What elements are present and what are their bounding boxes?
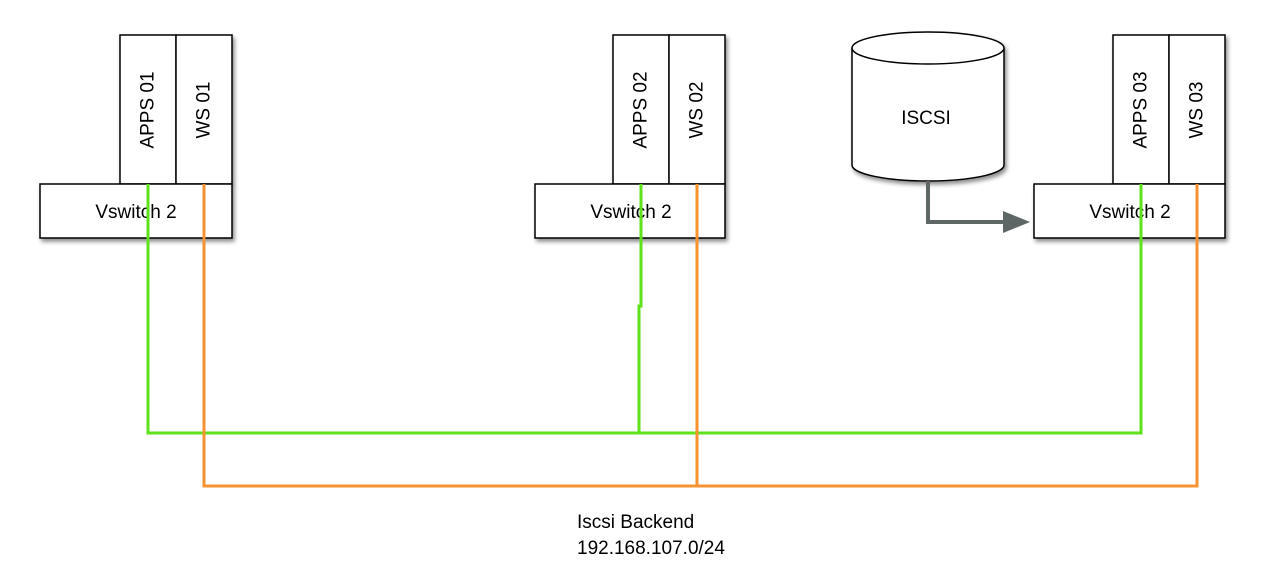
arrow-head	[1003, 211, 1030, 233]
vswitch-box-2[interactable]	[534, 183, 726, 239]
vswitch-label-2: Vswitch 2	[590, 202, 671, 223]
vswitch-label-3: Vswitch 2	[1089, 202, 1170, 223]
vm-label-ws-03: WS 03	[1187, 81, 1208, 138]
vm-label-ws-01: WS 01	[194, 81, 215, 138]
iscsi-connection-arrow	[926, 181, 1004, 224]
vswitch-box-1[interactable]	[39, 183, 233, 239]
apps-network-lines	[146, 184, 1143, 435]
iscsi-storage	[851, 31, 1005, 182]
network-name: Iscsi Backend	[577, 512, 695, 533]
iscsi-label: ISCSI	[901, 108, 951, 129]
vm-label-apps-02: APPS 02	[631, 71, 652, 148]
vm-label-apps-01: APPS 01	[138, 71, 159, 148]
ws-network-lines	[202, 184, 1199, 488]
vswitch-label-1: Vswitch 2	[95, 202, 176, 223]
vm-box-apps-01[interactable]	[119, 34, 177, 185]
host-3: APPS 03 WS 03 Vswitch 2	[1033, 34, 1226, 239]
host-1: APPS 01 WS 01 Vswitch 2	[39, 34, 233, 239]
host-2: APPS 02 WS 02 Vswitch 2	[534, 34, 726, 239]
vm-label-apps-03: APPS 03	[1131, 71, 1152, 148]
vm-box-ws-02[interactable]	[668, 34, 726, 185]
vm-box-ws-01[interactable]	[175, 34, 233, 185]
network-caption: Iscsi Backend 192.168.107.0/24	[577, 510, 725, 562]
vswitch-box-3[interactable]	[1033, 183, 1226, 239]
vm-label-ws-02: WS 02	[687, 81, 708, 138]
network-subnet: 192.168.107.0/24	[577, 538, 725, 559]
vm-box-apps-03[interactable]	[1112, 34, 1170, 185]
